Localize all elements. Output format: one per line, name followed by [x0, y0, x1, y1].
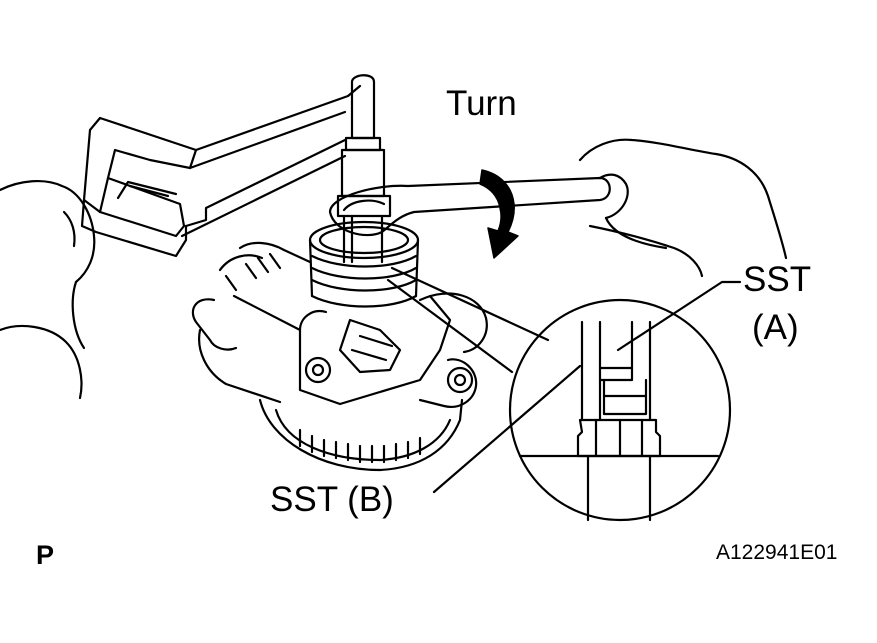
pulley	[308, 220, 420, 308]
turn-arrow	[479, 169, 519, 259]
sst-b-leader	[432, 364, 582, 494]
zoom-leader-upper	[390, 266, 550, 342]
sst-a-label-line1: SST	[743, 260, 812, 299]
right-hand-wrench	[328, 138, 788, 278]
sst-a-leader	[616, 280, 742, 352]
page-mark: P	[36, 540, 55, 570]
sst-a-label-line2: (A)	[752, 308, 799, 347]
inset-detail	[508, 298, 732, 522]
figure-code: A122941E01	[716, 541, 838, 564]
turn-label: Turn	[446, 84, 517, 123]
left-hand	[0, 179, 96, 400]
holding-bracket	[80, 84, 362, 258]
zoom-leader-lower	[386, 278, 514, 374]
sst-b-label: SST (B)	[270, 480, 394, 519]
